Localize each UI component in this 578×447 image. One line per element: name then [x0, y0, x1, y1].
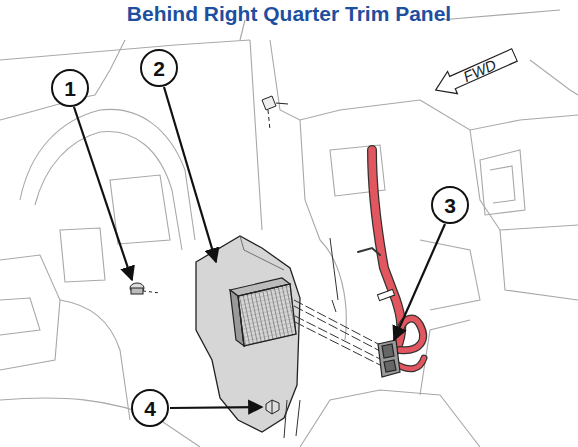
callout-number: 4	[131, 389, 169, 427]
wire-harness	[358, 150, 424, 369]
callout-number: 3	[431, 186, 469, 224]
callout-number: 1	[51, 69, 89, 107]
callout-number: 2	[140, 49, 178, 87]
module-pins	[294, 300, 382, 366]
nut	[266, 400, 279, 414]
direction-label: FWD	[452, 56, 498, 88]
mounting-studs	[284, 238, 338, 438]
harness-connector	[378, 340, 400, 377]
callout-label: 1	[64, 78, 76, 99]
leader-line	[74, 87, 445, 408]
body-structure	[0, 10, 578, 447]
mounting-bracket	[196, 236, 300, 432]
screw	[130, 283, 160, 294]
title: Behind Right Quarter Trim Panel	[0, 2, 578, 26]
control-module	[230, 278, 296, 346]
callout-label: 3	[444, 195, 456, 216]
callout-label: 4	[144, 398, 156, 419]
direction-arrow: FWD	[429, 42, 521, 103]
retainer-clip	[262, 96, 288, 130]
callout-label: 2	[153, 58, 165, 79]
